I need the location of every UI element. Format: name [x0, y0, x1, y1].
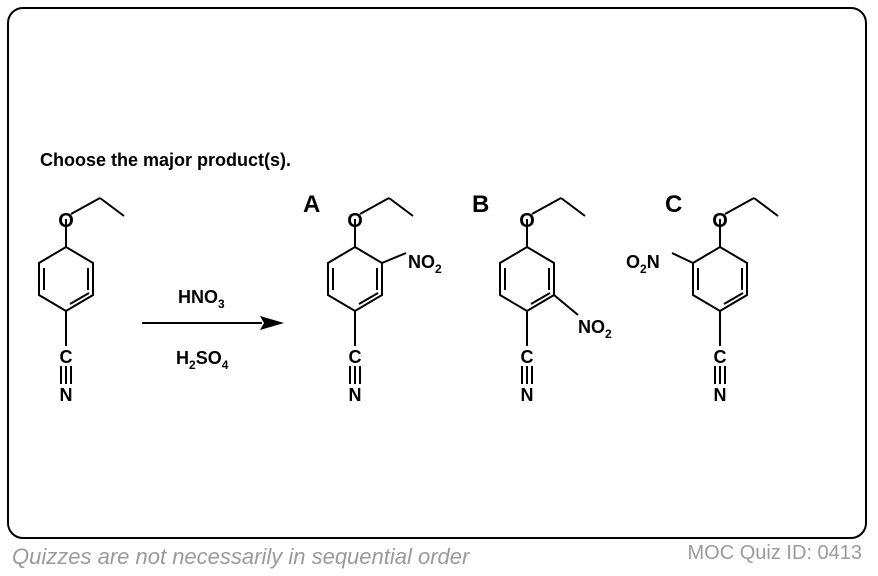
- option-a-label: A: [303, 191, 320, 218]
- footer-note: Quizzes are not necessarily in sequentia…: [12, 544, 470, 569]
- reagent-h2so4: H2SO4: [176, 348, 229, 372]
- atom-nitrogen: N: [349, 385, 362, 405]
- starting-material: [38, 197, 125, 384]
- product-b: [499, 197, 586, 384]
- nitro-group: NO2: [408, 252, 442, 276]
- atom-oxygen: O: [712, 210, 728, 232]
- atom-oxygen: O: [519, 210, 535, 232]
- atom-oxygen: O: [58, 210, 74, 232]
- quiz-id: MOC Quiz ID: 0413: [687, 542, 862, 564]
- atom-oxygen: O: [347, 210, 363, 232]
- product-c: [671, 197, 779, 384]
- reagent-top: HNO3: [178, 287, 225, 311]
- quiz-card: [7, 7, 867, 539]
- question-text: Choose the major product(s).: [40, 150, 292, 170]
- atom-nitrogen: N: [521, 385, 534, 405]
- reaction-arrow: [142, 316, 284, 330]
- nitro-group: O2N: [626, 252, 660, 276]
- atom-nitrogen: N: [60, 385, 73, 405]
- atom-carbon: C: [521, 347, 534, 367]
- reagent-hno3: HNO3: [178, 287, 225, 311]
- atom-carbon: C: [714, 347, 727, 367]
- nitro-group: NO2: [578, 317, 612, 341]
- reagent-bottom: H2SO4: [176, 348, 229, 372]
- option-c-label: C: [665, 191, 682, 218]
- atom-carbon: C: [60, 347, 73, 367]
- reaction-scheme: O C N HNO3 H2SO4 A O NO2 C N B: [38, 191, 779, 405]
- atom-nitrogen: N: [714, 385, 727, 405]
- product-a: [327, 197, 414, 384]
- atom-carbon: C: [349, 347, 362, 367]
- option-b-label: B: [472, 191, 489, 218]
